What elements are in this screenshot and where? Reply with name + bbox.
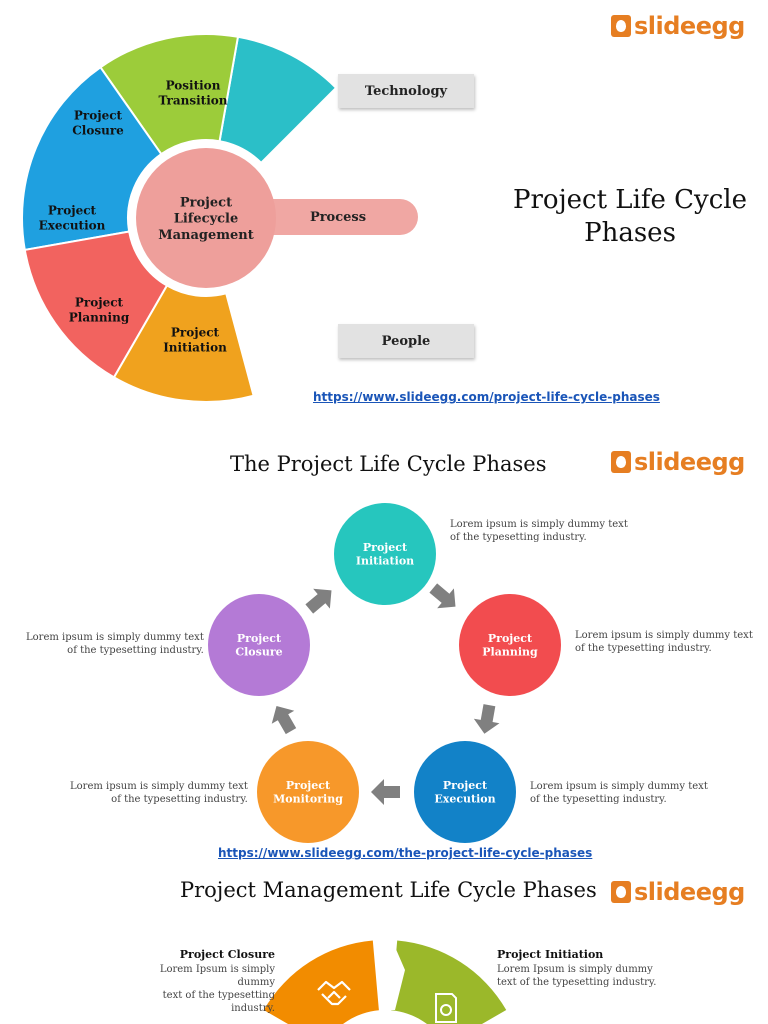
cycle-arrow-icon [473,704,500,734]
cycle-arrow-icon [271,706,297,735]
phase-circle-execution [414,741,516,843]
cycle-arrow-icon [371,779,400,805]
phase-circle-monitoring [257,741,359,843]
process-bar [250,199,418,235]
document-search-icon [435,993,457,1023]
wheel-segment-project-initiation [112,284,255,403]
technology-pill: Technology [338,74,474,108]
phase-circle-closure [208,594,310,696]
wheel-segment-position-transition [218,35,338,165]
slide2-url-link[interactable]: https://www.slideegg.com/the-project-lif… [218,846,593,860]
phase-circle-planning [459,594,561,696]
cycle-arrow-icon [305,588,332,614]
initiation-block: Project Initiation Lorem Ipsum is simply… [497,948,667,989]
handshake-icon [317,980,351,1006]
wheel-segment-project-execution [21,65,163,252]
slide1-url-link[interactable]: https://www.slideegg.com/project-life-cy… [313,390,660,404]
ring-divider [381,940,405,1010]
egg-logo-icon [611,15,631,37]
phase-circle-initiation [334,503,436,605]
egg-logo-icon [611,881,631,903]
closure-heading: Project Closure [179,948,275,961]
closure-segment [263,940,379,1024]
closure-block: Project Closure Lorem Ipsum is simply du… [120,948,275,1015]
slide3-title: Project Management Life Cycle Phases [180,878,597,902]
center-hub [136,148,276,288]
slide1-title: Project Life Cycle Phases [513,185,747,248]
management-phase-ring [263,940,507,1024]
initiation-segment [391,940,507,1024]
wheel-segment-project-planning [23,230,169,379]
people-pill: People [338,324,474,358]
slide2-title: The Project Life Cycle Phases [230,452,547,476]
slide-project-management-life-cycle-phases: Project Management Life Cycle Phases sli… [0,870,768,1024]
initiation-heading: Project Initiation [497,948,604,961]
cycle-arrow-icon [429,583,456,609]
process-pill-label: Process [310,210,366,225]
egg-logo-icon [611,451,631,473]
